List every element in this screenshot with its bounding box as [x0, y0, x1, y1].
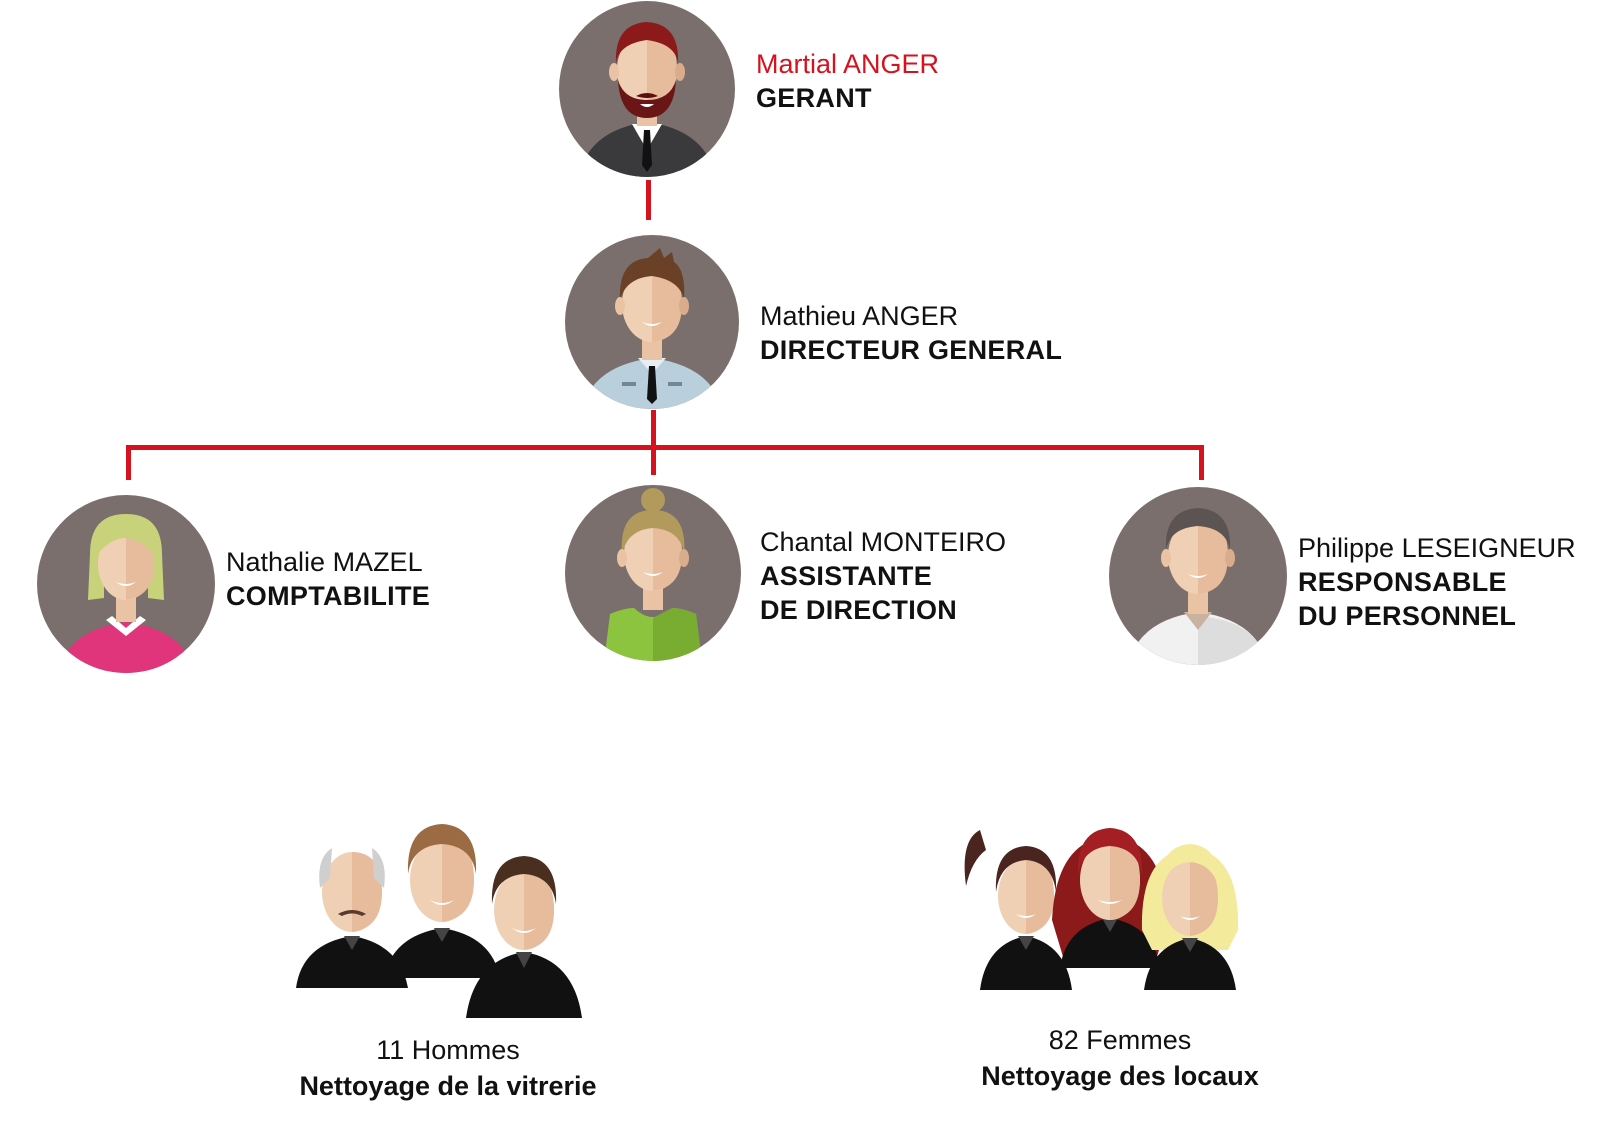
assistante-name: Chantal MONTEIRO [760, 527, 1007, 557]
comptabilite-name: Nathalie MAZEL [226, 547, 423, 577]
women-count: 82 Femmes [1048, 1025, 1192, 1055]
personnel-avatar [1108, 486, 1288, 666]
women-team-illustration [960, 800, 1260, 1005]
connector-personnel [1199, 445, 1204, 480]
ponytail-woman-icon [964, 830, 1072, 990]
directeur-role: DIRECTEUR GENERAL [760, 334, 1063, 365]
women-team-label: 82 Femmes Nettoyage des locaux [950, 1022, 1290, 1095]
gerant-name: Martial ANGER [756, 49, 940, 79]
young-man-icon [384, 824, 500, 978]
directeur-avatar [564, 234, 740, 410]
personnel-label: Philippe LESEIGNEUR RESPONSABLE DU PERSO… [1298, 532, 1576, 633]
connector-horizontal [126, 445, 1204, 450]
dark-hair-man-icon [466, 856, 582, 1018]
gerant-avatar [558, 0, 736, 178]
assistante-label: Chantal MONTEIRO ASSISTANTE DE DIRECTION [760, 526, 1006, 627]
red-hair-woman-icon [1052, 828, 1168, 968]
assistante-role-line1: ASSISTANTE [760, 560, 933, 591]
connector-comptabilite [126, 445, 131, 480]
men-task-text: Nettoyage de la vitrerie [299, 1071, 597, 1102]
gerant-role: GERANT [756, 82, 872, 113]
assistante-avatar [564, 484, 742, 662]
gerant-label: Martial ANGER GERANT [756, 48, 939, 116]
personnel-role-line2: DU PERSONNEL [1298, 600, 1517, 631]
men-count: 11 Hommes [376, 1035, 520, 1065]
directeur-label: Mathieu ANGER DIRECTEUR GENERAL [760, 300, 1062, 368]
assistante-role-line2: DE DIRECTION [760, 594, 958, 625]
personnel-role-line1: RESPONSABLE [1298, 566, 1507, 597]
connector-directeur-down [651, 410, 656, 445]
connector-gerant-directeur [646, 180, 651, 220]
connector-assistante [651, 445, 656, 475]
women-task: Nettoyage des locaux [981, 1061, 1259, 1092]
personnel-name: Philippe LESEIGNEUR [1298, 533, 1576, 563]
comptabilite-role: COMPTABILITE [226, 580, 431, 611]
men-team-illustration [296, 818, 606, 1023]
blonde-woman-icon [1141, 844, 1239, 990]
comptabilite-label: Nathalie MAZEL COMPTABILITE [226, 546, 430, 614]
older-man-icon [296, 848, 408, 988]
men-team-label: 11 Hommes 82 Femmes Nettoyage de la vitr… [278, 1032, 618, 1105]
directeur-name: Mathieu ANGER [760, 301, 959, 331]
comptabilite-avatar [36, 494, 216, 674]
